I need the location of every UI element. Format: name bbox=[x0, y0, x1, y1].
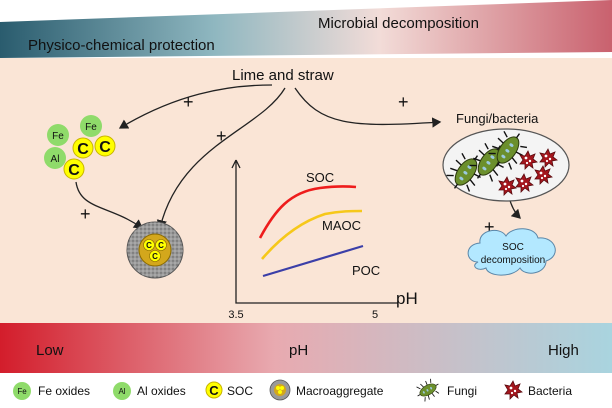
x-tick-label: 5 bbox=[372, 309, 378, 321]
plus-sign: + bbox=[183, 92, 194, 112]
soc-label: C bbox=[99, 139, 111, 156]
cloud-shape bbox=[467, 228, 556, 276]
legend-bacteria-label: Bacteria bbox=[528, 384, 572, 398]
decomposition-line1: SOC bbox=[502, 242, 524, 253]
legend-soc-label: SOC bbox=[227, 384, 253, 398]
banner-ribbon bbox=[0, 0, 612, 58]
arrow-to-aggregate bbox=[156, 87, 286, 230]
fe-oxide-icon bbox=[47, 124, 69, 146]
legend: Fe Fe oxides Al Al oxides C SOC Macroagg… bbox=[0, 373, 612, 408]
ph-bar-fill bbox=[0, 323, 612, 373]
lime-straw-label: Lime and straw bbox=[232, 67, 334, 84]
ph-gradient-bar: Low pH High bbox=[0, 323, 612, 373]
fe-oxide-icon bbox=[80, 115, 102, 137]
macroaggregate: C C C bbox=[126, 221, 184, 279]
legend-soc-icon bbox=[205, 381, 223, 399]
legend-al-label: Al oxides bbox=[137, 384, 186, 398]
legend-fe-label: Fe oxides bbox=[38, 384, 90, 398]
top-banner: Microbial decomposition Physico-chemical… bbox=[0, 0, 612, 58]
series-line-poc bbox=[262, 244, 364, 278]
aggregate-soc-label: C bbox=[152, 252, 158, 261]
legend-macroaggregate-icon bbox=[269, 379, 291, 401]
soc-icon bbox=[63, 158, 85, 180]
plus-sign: + bbox=[80, 204, 91, 224]
ph-carbon-chart: 3.5 5 pH SOC MAOC POC bbox=[228, 159, 418, 321]
ph-mid-label: pH bbox=[289, 342, 308, 359]
microbial-community: Fungi/bacteria bbox=[441, 111, 570, 202]
ph-high-label: High bbox=[548, 342, 579, 359]
series-label-soc: SOC bbox=[306, 170, 334, 185]
series-line-soc bbox=[258, 185, 357, 239]
series-label-maoc: MAOC bbox=[322, 218, 361, 233]
aggregate-soc-label: C bbox=[146, 241, 152, 250]
legend-al-badge: Al bbox=[118, 387, 125, 396]
soc-label: C bbox=[68, 162, 80, 179]
arrow-to-minerals bbox=[118, 84, 273, 129]
decomposition-line2: decomposition bbox=[481, 255, 545, 266]
legend-fe-badge: Fe bbox=[17, 387, 27, 396]
legend-macroaggregate-label: Macroaggregate bbox=[296, 384, 384, 398]
plus-sign: + bbox=[484, 217, 495, 237]
arrow-to-microbes bbox=[294, 87, 442, 128]
x-tick-label: 3.5 bbox=[228, 309, 243, 321]
fe-oxide-label: Fe bbox=[52, 131, 64, 142]
fungi-bacteria-label: Fungi/bacteria bbox=[456, 111, 539, 126]
plus-sign: + bbox=[398, 92, 409, 112]
banner-left-label: Physico-chemical protection bbox=[28, 37, 215, 54]
arrow-minerals-to-aggregate bbox=[75, 181, 144, 229]
soc-label: C bbox=[77, 141, 89, 158]
ph-low-label: Low bbox=[36, 342, 64, 359]
soc-icon bbox=[94, 135, 116, 157]
legend-al-icon bbox=[113, 382, 131, 400]
chart-axes bbox=[235, 160, 398, 304]
microbe-ellipse bbox=[442, 128, 570, 202]
banner-right-label: Microbial decomposition bbox=[318, 15, 479, 32]
x-axis-label: pH bbox=[396, 289, 418, 308]
mineral-cluster: Fe Fe Al C C C bbox=[44, 115, 116, 180]
legend-fungi-label: Fungi bbox=[447, 384, 477, 398]
y-axis-arrow bbox=[231, 159, 241, 169]
soc-icon bbox=[72, 137, 94, 159]
soc-decomposition-cloud: SOC decomposition bbox=[467, 228, 556, 276]
al-oxide-label: Al bbox=[51, 154, 60, 165]
series-line-maoc bbox=[261, 209, 363, 260]
aggregate-soc-label: C bbox=[158, 241, 164, 250]
fe-oxide-label: Fe bbox=[85, 122, 97, 133]
series-label-poc: POC bbox=[352, 263, 380, 278]
flow-arrows bbox=[75, 84, 521, 230]
legend-fe-icon bbox=[13, 382, 31, 400]
al-oxide-icon bbox=[44, 147, 66, 169]
legend-soc-badge: C bbox=[209, 383, 219, 398]
plus-sign: + bbox=[216, 126, 227, 146]
